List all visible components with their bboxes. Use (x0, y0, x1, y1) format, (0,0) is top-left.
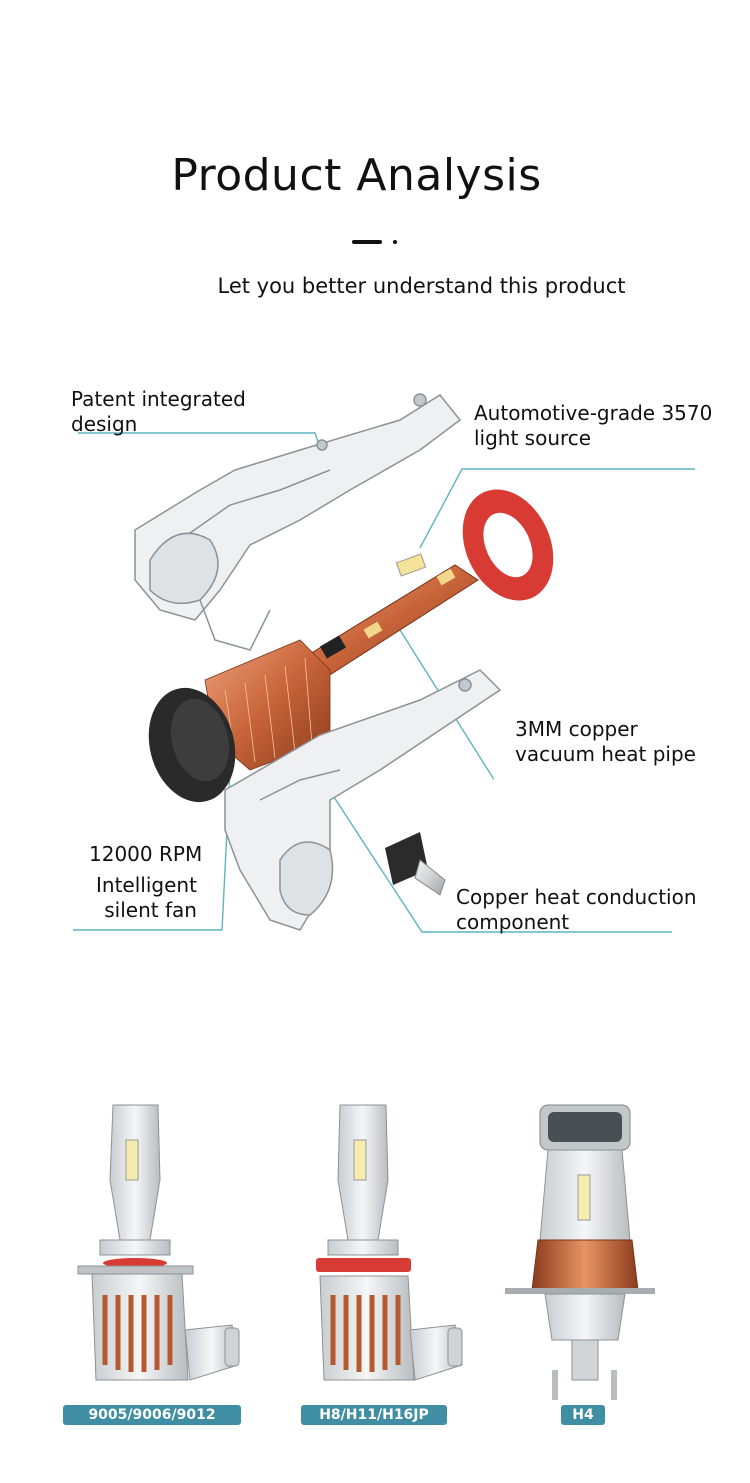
callout-copper-line2: component (456, 910, 570, 934)
callout-heatpipe-line2: vacuum heat pipe (515, 742, 696, 766)
bulb-h4 (505, 1104, 655, 1400)
callout-light-source: Automotive-grade 3570 light source (474, 401, 712, 451)
callout-copper-conduction: Copper heat conduction component (456, 885, 697, 935)
bulb-h11 (316, 1104, 463, 1381)
title-divider (352, 240, 382, 244)
model-badge-h4: H4 (561, 1405, 605, 1425)
callout-patent-line2: design (71, 412, 138, 436)
copper-heat-pipe (299, 564, 479, 679)
callout-silent-fan: Intelligent silent fan (96, 873, 197, 923)
callout-heatpipe-line1: 3MM copper (515, 717, 638, 741)
callout-patent-line1: Patent integrated (71, 387, 246, 411)
bulb-9005 (77, 1104, 240, 1381)
upper-housing (134, 393, 462, 651)
cooling-fan (148, 687, 236, 803)
model-badge-9005: 9005/9006/9012 (63, 1405, 241, 1425)
exploded-illustration (73, 393, 695, 933)
model-badge-h11: H8/H11/H16JP (301, 1405, 447, 1425)
bulb-models: 9005/9006/9012 H8/H11/H16JP H4 (0, 1090, 750, 1430)
callout-fan-line2: silent fan (104, 898, 197, 922)
led-chip (395, 553, 427, 577)
callout-heat-pipe: 3MM copper vacuum heat pipe (515, 717, 696, 767)
title-divider-dot (393, 240, 397, 244)
bulb-illustrations (77, 1104, 655, 1400)
page-subtitle: Let you better understand this product (217, 274, 626, 298)
wire-connector (385, 832, 446, 896)
callout-fan-line1: Intelligent (96, 873, 197, 897)
page-title: Product Analysis (171, 150, 542, 201)
exploded-diagram: Patent integrated design Automotive-grad… (0, 370, 750, 950)
lower-housing (224, 669, 502, 931)
callout-light-line1: Automotive-grade 3570 (474, 401, 713, 425)
sealing-ring (462, 489, 554, 601)
callout-fan-rpm: 12000 RPM (89, 842, 203, 866)
callout-light-line2: light source (474, 426, 592, 450)
callout-patent-design: Patent integrated design (71, 387, 246, 437)
callout-copper-line1: Copper heat conduction (456, 885, 697, 909)
